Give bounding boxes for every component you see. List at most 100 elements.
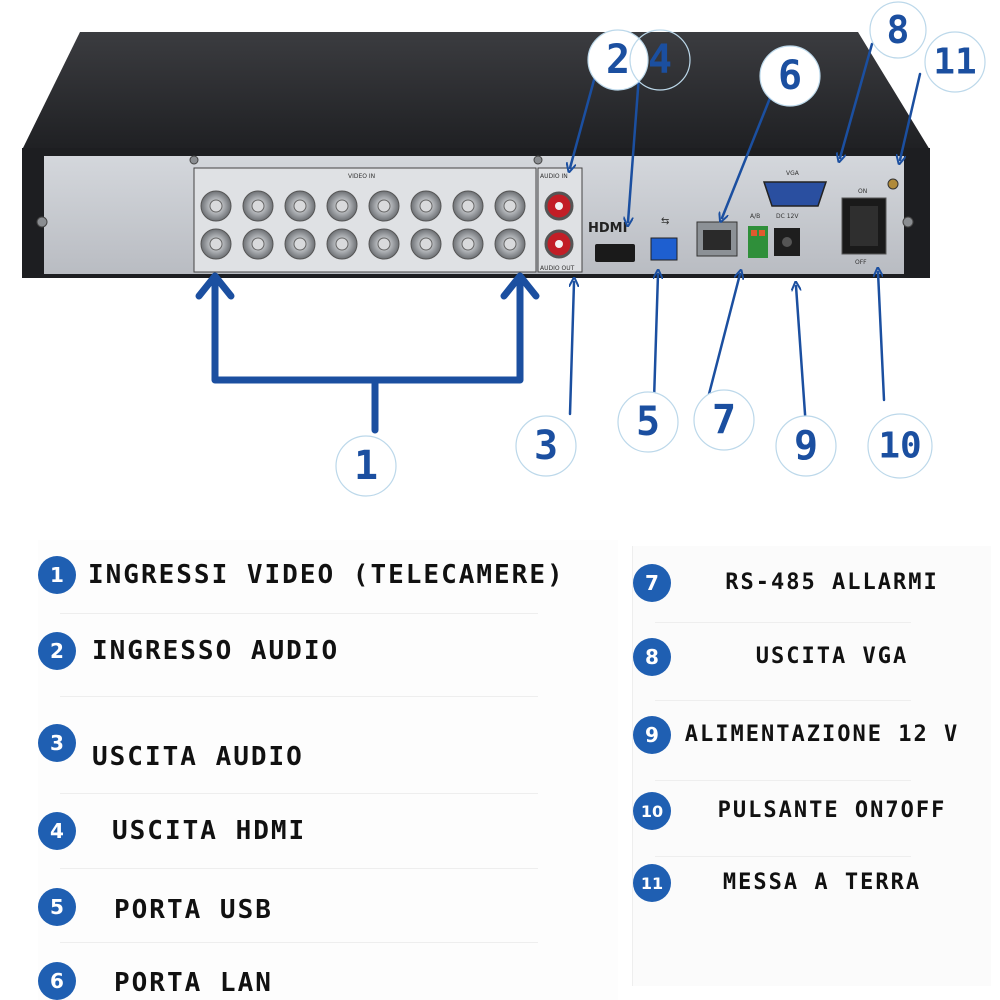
- chassis-top: [22, 32, 930, 150]
- legend-item-1: 1 INGRESSI VIDEO (TELECAMERE): [38, 556, 618, 594]
- callout-9: 9: [775, 415, 837, 477]
- legend-item-3: 3 USCITA AUDIO: [38, 714, 618, 772]
- arrow-9: [796, 286, 808, 430]
- legend-badge-5: 5: [38, 888, 76, 926]
- legend-badge-10: 10: [633, 792, 671, 830]
- legend-item-10: 10 PULSANTE ON7OFF: [633, 792, 991, 830]
- arrow-10: [878, 272, 886, 402]
- callout-3: 3: [515, 415, 577, 477]
- bnc-video-connector-center: [461, 237, 475, 251]
- legend-label-4: USCITA HDMI: [112, 816, 307, 846]
- legend-separator: [60, 942, 538, 943]
- arrow-7: [706, 274, 740, 400]
- callout-1: 1: [335, 435, 397, 497]
- legend-separator: [655, 780, 911, 781]
- legend-item-5: 5 PORTA USB: [38, 888, 618, 926]
- legend-separator: [60, 696, 538, 697]
- hdmi-port: [595, 244, 635, 262]
- screw-icon: [36, 216, 48, 228]
- bnc-video-connector-center: [377, 199, 391, 213]
- callout-10: 10: [867, 413, 933, 479]
- legend-badge-4: 4: [38, 812, 76, 850]
- dc-power-jack-hole: [782, 237, 792, 247]
- legend: 1 INGRESSI VIDEO (TELECAMERE) 2 INGRESSO…: [0, 520, 1000, 1000]
- screw-icon: [902, 216, 914, 228]
- usb-port: [650, 237, 678, 261]
- bnc-video-connector-center: [293, 237, 307, 251]
- usb-icon: ⇆: [661, 216, 669, 227]
- legend-label-9: ALIMENTAZIONE 12 V: [684, 722, 960, 747]
- power-switch-rocker: [850, 206, 878, 246]
- legend-label-8: USCITA VGA: [755, 644, 909, 669]
- callout-11: 11: [924, 31, 986, 93]
- svg-text:11: 11: [933, 42, 976, 83]
- arrow-1-right-head: [500, 272, 540, 300]
- legend-right-column: 7 RS-485 ALLARMI 8 USCITA VGA 9 ALIMENTA…: [632, 546, 991, 986]
- lan-port-socket: [703, 230, 731, 250]
- legend-label-5: PORTA USB: [114, 895, 273, 925]
- svg-text:9: 9: [794, 423, 818, 469]
- svg-text:1: 1: [354, 443, 378, 489]
- screw-icon: [189, 155, 199, 165]
- legend-item-11: 11 MESSA A TERRA: [633, 864, 991, 902]
- audio-in-rca-center: [555, 202, 563, 210]
- bnc-video-connector-center: [503, 199, 517, 213]
- bnc-video-connector-center: [461, 199, 475, 213]
- legend-left-column: 1 INGRESSI VIDEO (TELECAMERE) 2 INGRESSO…: [38, 540, 618, 1000]
- legend-badge-2: 2: [38, 632, 76, 670]
- legend-label-3: USCITA AUDIO: [92, 742, 304, 772]
- bnc-video-connector-center: [209, 199, 223, 213]
- arrow-3: [568, 282, 574, 416]
- ground-screw-icon: [887, 178, 899, 190]
- audio-out-rca-center: [555, 240, 563, 248]
- arrow-6: [722, 96, 772, 218]
- callout-2: 2: [587, 29, 649, 91]
- legend-badge-11: 11: [633, 864, 671, 902]
- callout-8: 8: [869, 1, 927, 59]
- legend-separator: [655, 856, 911, 857]
- legend-label-7: RS-485 ALLARMI: [725, 570, 939, 595]
- bnc-video-connector-center: [419, 237, 433, 251]
- legend-separator: [655, 622, 911, 623]
- bnc-video-connector-center: [503, 237, 517, 251]
- bnc-video-connector-center: [251, 237, 265, 251]
- legend-badge-6: 6: [38, 962, 76, 1000]
- svg-text:7: 7: [712, 397, 736, 443]
- arrow-1-left-head: [195, 272, 235, 300]
- dc12v-label: DC 12V: [776, 213, 799, 220]
- rs485-terminal-pin: [751, 230, 757, 236]
- legend-badge-8: 8: [633, 638, 671, 676]
- bnc-video-connector-center: [293, 199, 307, 213]
- audio-out-label: AUDIO OUT: [540, 265, 575, 272]
- svg-text:8: 8: [887, 8, 910, 52]
- hdmi-logo: HDMI: [588, 221, 627, 236]
- callout-4: 4: [629, 29, 691, 91]
- vga-port: [762, 181, 828, 207]
- arrow-11: [900, 72, 922, 160]
- legend-separator: [655, 700, 911, 701]
- audio-in-label: AUDIO IN: [540, 173, 568, 180]
- video-in-panel: [193, 167, 537, 273]
- legend-badge-3: 3: [38, 724, 76, 762]
- legend-label-10: PULSANTE ON7OFF: [717, 798, 947, 823]
- video-input-connectors: [200, 190, 526, 260]
- arrow-5: [652, 274, 658, 402]
- svg-text:3: 3: [534, 423, 558, 469]
- bnc-video-connector-center: [251, 199, 265, 213]
- legend-label-2: INGRESSO AUDIO: [92, 636, 340, 666]
- legend-label-1: INGRESSI VIDEO (TELECAMERE): [88, 560, 565, 590]
- legend-badge-7: 7: [633, 564, 671, 602]
- bnc-video-connector-center: [377, 237, 391, 251]
- vga-label: VGA: [786, 170, 800, 177]
- bnc-video-connector-center: [419, 199, 433, 213]
- svg-text:4: 4: [648, 37, 672, 83]
- legend-item-7: 7 RS-485 ALLARMI: [633, 564, 991, 602]
- legend-item-4: 4 USCITA HDMI: [38, 812, 618, 850]
- callout-7: 7: [693, 389, 755, 451]
- callout-5: 5: [617, 391, 679, 453]
- bnc-video-connector-center: [209, 237, 223, 251]
- bnc-video-connector-center: [335, 199, 349, 213]
- legend-separator: [60, 868, 538, 869]
- arrow-4: [628, 60, 642, 222]
- arrow-1-bracket: [211, 278, 524, 384]
